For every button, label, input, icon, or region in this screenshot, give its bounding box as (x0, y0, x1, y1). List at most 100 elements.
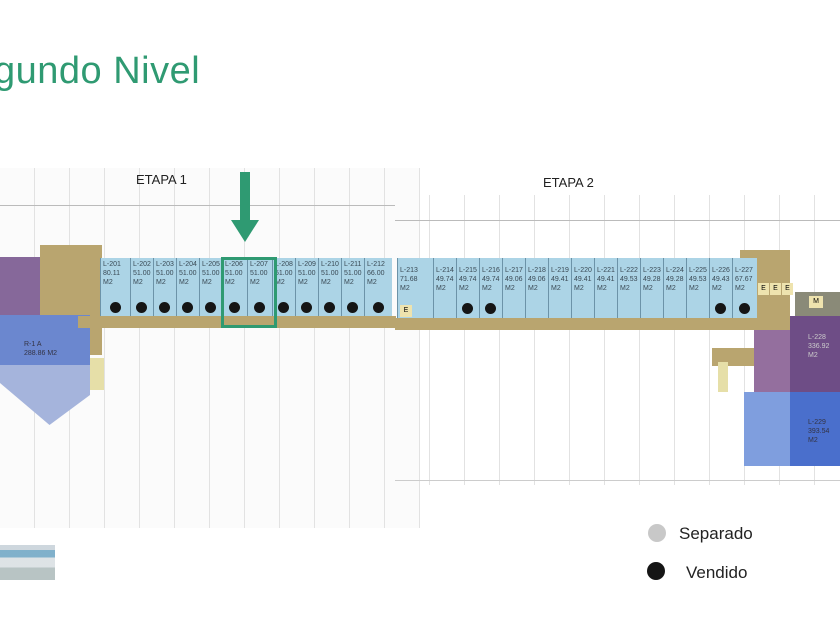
stair-left (90, 358, 104, 390)
l229-id: L-229 (808, 419, 826, 426)
m-room-label: M (809, 296, 823, 308)
l228-terrace (754, 330, 790, 392)
sold-marker-icon (715, 303, 726, 314)
elevator-box: E (782, 283, 793, 295)
sold-marker-icon (205, 302, 216, 313)
l229-unit: M2 (808, 437, 818, 444)
legend-vendido: Vendido (686, 563, 748, 582)
sold-marker-icon (159, 302, 170, 313)
l228-unit: M2 (808, 352, 818, 359)
r1a-id: R-1 A (24, 341, 42, 348)
corridor-branch (712, 348, 757, 366)
sold-marker-icon (485, 303, 496, 314)
sold-marker-icon (347, 302, 358, 313)
corridor-etapa1 (78, 316, 396, 328)
sold-marker-icon (324, 302, 335, 313)
plan-background-etapa1 (0, 168, 420, 528)
vendido-legend-icon (647, 562, 665, 580)
grid-line (395, 480, 840, 481)
stair-right (718, 362, 728, 392)
m-room-area: M (795, 292, 840, 316)
section-thumbnail (0, 530, 55, 580)
etapa2-label: ETAPA 2 (543, 175, 594, 190)
elevator-box: E (758, 283, 769, 295)
arrow-head-icon (231, 220, 259, 242)
l228-id: L-228 (808, 334, 826, 341)
sold-marker-icon (301, 302, 312, 313)
l229-terrace (744, 392, 790, 466)
page-title: gundo Nivel (0, 50, 201, 92)
sold-marker-icon (254, 302, 265, 313)
elevator-box: E (400, 305, 412, 317)
sold-marker-icon (109, 302, 121, 313)
sold-marker-icon (278, 302, 289, 313)
sold-marker-icon (739, 303, 750, 314)
sold-marker-icon (462, 303, 473, 314)
sold-marker-icon (182, 302, 193, 313)
l229-area-text: 393.54 (808, 428, 830, 435)
highlight-box (221, 257, 277, 328)
sold-marker-icon (229, 302, 240, 313)
separado-legend-icon (648, 524, 666, 542)
dimension-line (395, 220, 840, 221)
sold-marker-icon (372, 302, 384, 313)
elevator-box: E (770, 283, 781, 295)
l228-area-text: 336.92 (808, 343, 830, 350)
sold-marker-icon (136, 302, 147, 313)
